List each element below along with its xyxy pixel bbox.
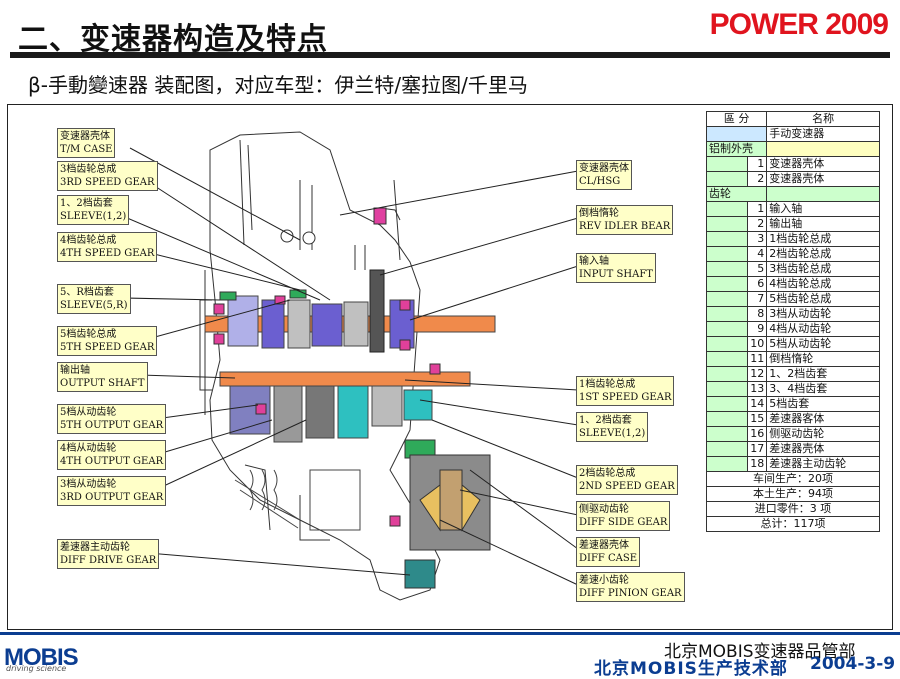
col-category-header: 區 分 — [705, 111, 768, 127]
product-name: 手动变速器 — [766, 126, 880, 142]
summary-row: 进口零件：3 项 — [706, 501, 880, 517]
footer-dept-qc: 北京MOBIS变速器品管部 — [664, 642, 856, 662]
summary-row: 车间生产：20项 — [706, 471, 880, 487]
mobis-logo: MOBIS — [4, 644, 79, 671]
table-row: 手动变速器 — [705, 126, 880, 142]
mobis-tagline: driving science — [6, 664, 67, 673]
table-group-row: 齿轮 — [705, 186, 880, 202]
summary-row: 本土生产：94项 — [706, 486, 880, 502]
group-label: 齿轮 — [705, 186, 768, 202]
col-name-header: 名称 — [766, 111, 880, 127]
footer-date: 2004-3-9 — [810, 654, 896, 674]
page-title: 二、变速器构造及特点 — [18, 22, 328, 57]
transmission-cross-section — [119, 131, 579, 601]
page-subtitle: β-手動變速器 装配图，对应车型：伊兰特/塞拉图/千里马 — [28, 73, 528, 97]
title-rule — [10, 52, 890, 58]
table-header-row: 區 分 名称 — [705, 111, 880, 127]
footer-dept-prod: 北京MOBIS生产技术部 — [594, 659, 788, 679]
footer-rule — [0, 632, 900, 635]
brand-logo: POWER 2009 — [709, 8, 889, 41]
diagram-frame — [7, 104, 893, 630]
summary-row: 总计：117项 — [706, 516, 880, 532]
table-group-row: 铝制外壳 — [705, 141, 880, 157]
group-label: 铝制外壳 — [705, 141, 768, 157]
